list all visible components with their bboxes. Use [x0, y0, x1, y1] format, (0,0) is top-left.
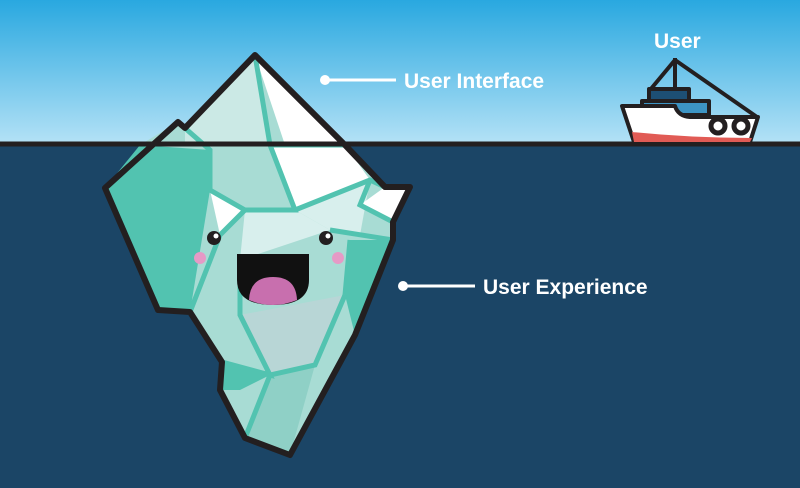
iceberg [102, 52, 413, 458]
user-interface-callout: User Interface [320, 70, 544, 93]
right-cheek [332, 252, 344, 264]
iceberg-face [194, 231, 344, 305]
boat [620, 58, 760, 144]
right-eye [319, 231, 333, 245]
left-eye [207, 231, 221, 245]
tongue [249, 277, 297, 305]
user-label: User [654, 30, 701, 53]
user-interface-label: User Interface [404, 70, 544, 93]
user-experience-callout: User Experience [398, 276, 648, 299]
left-cheek [194, 252, 206, 264]
user-experience-label: User Experience [483, 276, 648, 299]
